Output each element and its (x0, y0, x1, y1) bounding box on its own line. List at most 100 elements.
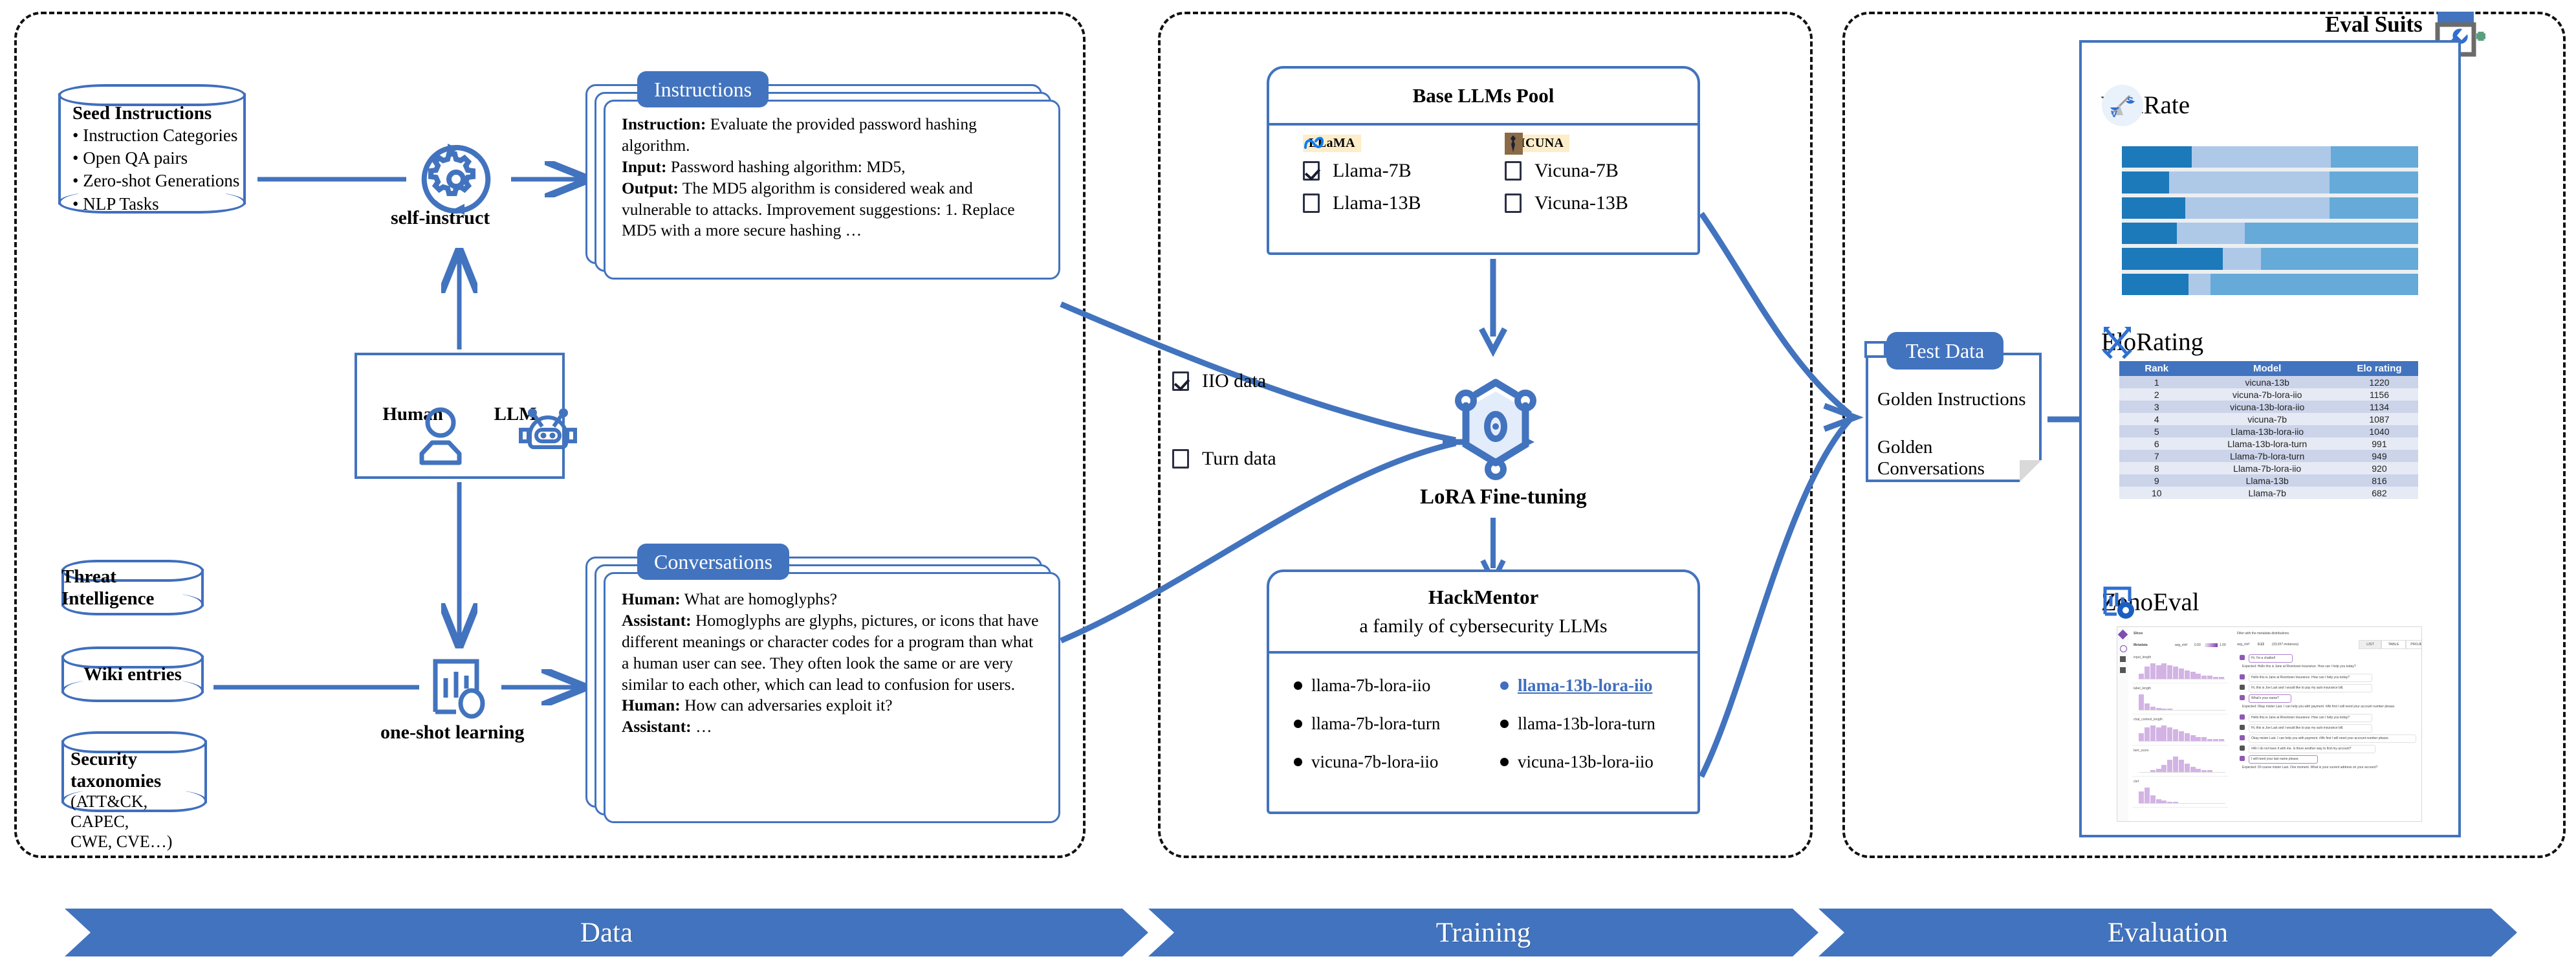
zeno-histogram-bar (2190, 672, 2196, 679)
winrate-bar-row (2122, 197, 2418, 219)
zeno-histogram-label: chat_context_length (2134, 718, 2163, 722)
one-shot-learning-icon (433, 659, 485, 719)
zeno-view-tab-table[interactable]: TABLE (2381, 640, 2407, 649)
elo-cell-model: vicuna-13b (2194, 376, 2341, 388)
winrate-bar-segment-win (2122, 223, 2177, 245)
hackmentor-panel: HackMentor a family of cybersecurity LLM… (1267, 569, 1700, 814)
zeno-histogram-plot (2139, 663, 2225, 679)
zeno-histogram-label: chrf (2134, 780, 2139, 784)
winrate-bar-row (2122, 171, 2418, 193)
zeno-bot-avatar-icon (2240, 714, 2245, 720)
hackmentor-model[interactable]: llama-7b-lora-iio (1294, 676, 1491, 696)
zeno-histogram-plot (2139, 725, 2225, 742)
base-model-option-vicuna-7b[interactable]: Vicuna-7B (1505, 160, 1697, 182)
zeno-histogram: bert_score (2132, 749, 2228, 777)
winrate-bar-segment-tie (2191, 146, 2331, 168)
human-llm-box: Human LLM (355, 353, 577, 479)
zeno-histogram-bar (2190, 767, 2196, 772)
zeno-message-text: Okay mister Last. I can help you with pa… (2251, 736, 2389, 740)
zeno-view-tab-projection[interactable]: PROJECTION (2405, 640, 2421, 649)
hackmentor-model[interactable]: llama-7b-lora-turn (1294, 714, 1491, 734)
zeno-expected-text: Expected: Okay mister Last. I can help y… (2242, 705, 2396, 709)
zeno-histogram-label: input_length (2134, 656, 2152, 659)
checkbox-iio-data[interactable] (1172, 371, 1189, 391)
zeno-histogram-bar (2167, 727, 2173, 741)
hackmentor-model[interactable]: vicuna-7b-lora-iio (1294, 752, 1491, 772)
seed-instructions-title: Seed Instructions (72, 103, 212, 124)
input-field-text: Password hashing algorithm: MD5, (666, 157, 906, 176)
zeno-rail-icon (2120, 656, 2126, 662)
svg-text:V: V (2111, 109, 2117, 120)
zeno-histogram-bar (2184, 733, 2190, 741)
base-model-option-vicuna-13b[interactable]: Vicuna-13B (1505, 192, 1697, 214)
zeno-histogram-bar (2161, 725, 2167, 741)
meta-infinity-icon (1304, 137, 1324, 149)
zeno-user-avatar-icon (2240, 746, 2245, 751)
zeno-sidebar: Slices Metadata avg_chrf 0.00 1.00 input… (2128, 627, 2232, 821)
elo-cell-model: Llama-13b-lora-iio (2194, 425, 2341, 437)
zenoeval-screenshot: Slices Metadata avg_chrf 0.00 1.00 input… (2117, 626, 2422, 822)
data-toggle-iio[interactable]: IIO data (1172, 370, 1266, 392)
llm-actor: LLM (494, 404, 577, 449)
zeno-histogram-bar (2156, 665, 2161, 679)
balance-scale-icon: V S (2102, 84, 2143, 126)
base-model-option-llama-7b[interactable]: Llama-7B (1303, 160, 1496, 182)
winrate-bar-row (2122, 223, 2418, 245)
bullet-icon (1500, 720, 1509, 728)
zeno-rail-icon (2120, 667, 2126, 673)
output-field-text: The MD5 algorithm is considered weak and… (622, 178, 1015, 240)
zeno-histogram-bar (2178, 731, 2184, 741)
zeno-histogram-bar (2144, 788, 2150, 803)
base-model-option-llama-13b[interactable]: Llama-13B (1303, 192, 1496, 214)
zeno-histogram-bar (2156, 799, 2161, 803)
zeno-message-bubble: #Ah I do not have it with me. Is there a… (2249, 745, 2375, 753)
instructions-card-text: Instruction: Evaluate the provided passw… (622, 114, 1041, 241)
elo-cell-rank: 2 (2119, 388, 2194, 401)
zeno-view-tab-list[interactable]: LIST (2359, 640, 2382, 649)
zeno-histogram-label: bert_score (2134, 749, 2149, 753)
elo-cell-model: vicuna-13b-lora-iio (2194, 401, 2341, 413)
zeno-message-text: What's your name? (2251, 696, 2279, 700)
stage-ribbon-data: Data (65, 909, 1148, 956)
seed-instructions-cylinder: Seed Instructions • Instruction Categori… (58, 84, 246, 214)
test-data-tab: Test Data (1886, 332, 2004, 370)
elo-cell-rating: 1134 (2340, 401, 2418, 413)
checkbox-turn-data[interactable] (1172, 449, 1189, 469)
data-toggle-turn[interactable]: Turn data (1172, 448, 1276, 470)
test-data-note: Golden Instructions Golden Conversations (1864, 341, 2042, 482)
checkbox-vicuna-13b[interactable] (1505, 193, 1522, 213)
human-turn-text: What are homoglyphs? (680, 590, 838, 608)
human-actor: Human (382, 404, 462, 465)
conversations-card-tab: Conversations (637, 544, 790, 580)
hackmentor-model[interactable]: vicuna-13b-lora-iio (1500, 752, 1697, 772)
zeno-histogram-bar (2207, 739, 2213, 741)
elo-cell-rank: 5 (2119, 425, 2194, 437)
zeno-main-pane: Filter with the metadata distributions. … (2232, 627, 2421, 821)
winrate-bar-row (2122, 273, 2418, 295)
zeno-histogram-bar (2212, 739, 2218, 741)
winrate-bar-segment-tie (2176, 223, 2245, 245)
elo-cell-rank: 6 (2119, 437, 2194, 450)
zeno-histogram-plot (2139, 757, 2225, 773)
elo-cell-rating: 1220 (2340, 376, 2418, 388)
hackmentor-model[interactable]: llama-13b-lora-turn (1500, 714, 1697, 734)
zeno-message-text: I will need your last name please. (2251, 757, 2299, 761)
zeno-histogram-bar (2173, 667, 2179, 679)
zeno-histogram-bar (2167, 802, 2173, 803)
data-toggle-label: IIO data (1202, 370, 1267, 392)
zeno-message-text: Hello this is Jane at Rivertown Insuranc… (2251, 716, 2350, 720)
winrate-bar-segment-lose (2330, 146, 2418, 168)
winrate-bar-segment-win (2122, 197, 2186, 219)
zeno-histogram-bar (2184, 670, 2190, 679)
zeno-message-bubble: What's your name? (2249, 694, 2291, 703)
hackmentor-model-highlighted[interactable]: llama-13b-lora-iio (1500, 676, 1697, 696)
winrate-bar-row (2122, 248, 2418, 270)
checkbox-llama-13b[interactable] (1303, 193, 1320, 213)
zeno-bot-avatar-icon (2240, 655, 2245, 660)
instructions-card-tab: Instructions (637, 71, 769, 107)
zeno-histogram-bar (2161, 801, 2167, 803)
zeno-message-bubble: Hi, this is Joe Last and I would like to… (2249, 684, 2372, 692)
checkbox-vicuna-7b[interactable] (1505, 161, 1522, 181)
checkbox-llama-7b[interactable] (1303, 161, 1320, 181)
